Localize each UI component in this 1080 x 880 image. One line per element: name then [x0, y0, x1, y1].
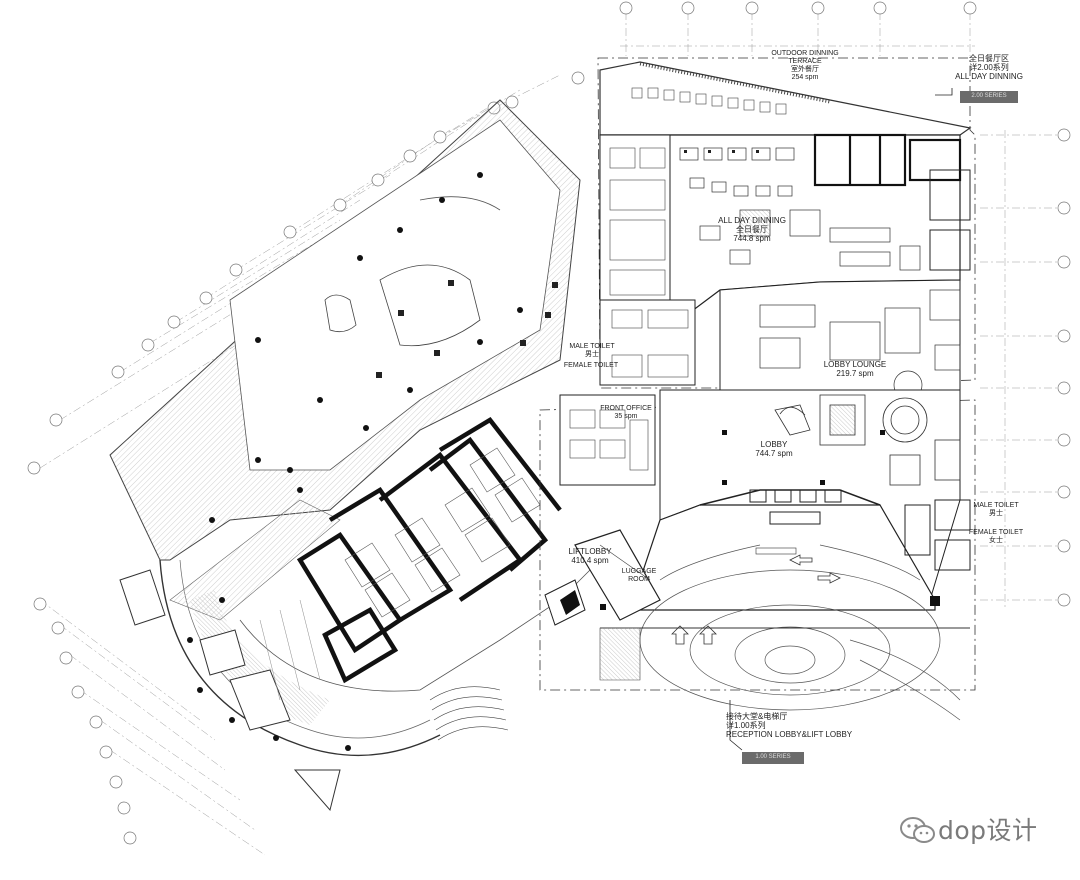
callout-reception-cn: 接待大堂&电梯厅	[726, 712, 788, 721]
callout-all-day-series-cn: 详2.00系列	[969, 63, 1009, 72]
wechat-icon	[900, 817, 935, 843]
all-day-dining-area: 744.8 spm	[733, 234, 771, 243]
male-toilet-right-en: MALE TOILET	[973, 502, 1019, 509]
grid-lines	[620, 12, 1060, 610]
callout-reception-series-cn: 详1.00系列	[726, 721, 766, 730]
diagonal-bubbles	[27, 71, 585, 845]
callout-reception-en: RECEPTION LOBBY&LIFT LOBBY	[726, 730, 853, 739]
lobby-en: LOBBY	[760, 440, 788, 449]
callout-reception: 接待大堂&电梯厅 详1.00系列 RECEPTION LOBBY&LIFT LO…	[726, 712, 856, 739]
luggage-line-2: ROOM	[628, 576, 650, 583]
watermark-text: dop设计	[938, 816, 1038, 845]
callout-leaders	[729, 88, 953, 751]
lobby-lounge-en: LOBBY LOUNGE	[823, 360, 887, 369]
front-office-en: FRONT OFFICE	[600, 405, 652, 412]
male-toilet-left-label: MALE TOILET 男士	[562, 343, 622, 359]
lobby-area: 744.7 spm	[755, 449, 793, 458]
luggage-room-label: LUGGAGE ROOM	[616, 568, 662, 584]
all-day-dining-label: ALL DAY DINNING 全日餐厅 744.8 spm	[712, 216, 792, 243]
dining-kitchen-walls	[813, 133, 962, 187]
lift-lobby-label: LIFTLOBBY 410.4 spm	[560, 547, 620, 565]
lift-cells	[344, 447, 541, 618]
terrace-furniture	[631, 87, 787, 115]
driveway-arrows	[671, 554, 841, 645]
female-toilet-right-en: FEMALE TOILET	[968, 529, 1024, 536]
callout-all-day-tag: 2.00 SERIES	[960, 91, 1018, 103]
watermark: dop设计	[898, 814, 1058, 848]
female-toilet-left-label: FEMALE TOILET	[556, 362, 626, 370]
callout-all-day: 全日餐厅区 详2.00系列 ALL DAY DINNING	[950, 54, 1028, 81]
male-toilet-right-cn: 男士	[989, 510, 1003, 517]
outdoor-dining-en2: TERRACE	[788, 58, 822, 65]
female-toilet-right-label: FEMALE TOILET 女士	[966, 529, 1026, 545]
outdoor-dining-label: OUTDOOR DINNING TERRACE 室外餐厅 254 spm	[760, 50, 850, 82]
female-toilet-right-cn: 女士	[989, 537, 1003, 544]
all-day-dining-cn: 全日餐厅	[736, 225, 768, 234]
lobby-lounge-area: 219.7 spm	[836, 369, 874, 378]
grid-bubbles	[619, 1, 1071, 607]
male-toilet-left-en: MALE TOILET	[569, 343, 615, 350]
outdoor-dining-en: OUTDOOR DINNING	[771, 50, 839, 57]
outdoor-dining-area: 254 spm	[791, 74, 819, 81]
lift-lobby-en: LIFTLOBBY	[568, 547, 612, 556]
callout-reception-tag: 1.00 SERIES	[742, 752, 804, 764]
left-wing-slab	[109, 99, 581, 812]
female-toilet-left-en: FEMALE TOILET	[563, 362, 619, 369]
entrance-doors	[749, 489, 842, 503]
zone-boundaries	[539, 57, 976, 691]
lobby-lounge-label: LOBBY LOUNGE 219.7 spm	[820, 360, 890, 378]
lift-cores	[296, 417, 562, 684]
front-office-label: FRONT OFFICE 35 spm	[596, 405, 656, 421]
lift-lobby-area: 410.4 spm	[571, 556, 609, 565]
callout-all-day-cn: 全日餐厅区	[969, 54, 1009, 63]
male-toilet-right-label: MALE TOILET 男士	[966, 502, 1026, 518]
front-office-area: 35 spm	[614, 413, 638, 420]
outdoor-dining-cn: 室外餐厅	[791, 66, 819, 73]
lobby-label: LOBBY 744.7 spm	[744, 440, 804, 458]
callout-all-day-en: ALL DAY DINNING	[955, 72, 1023, 81]
all-day-dining-en: ALL DAY DINNING	[718, 216, 786, 225]
luggage-line-1: LUGGAGE	[621, 568, 657, 575]
male-toilet-left-cn: 男士	[585, 351, 599, 358]
dining-tables	[679, 147, 921, 271]
